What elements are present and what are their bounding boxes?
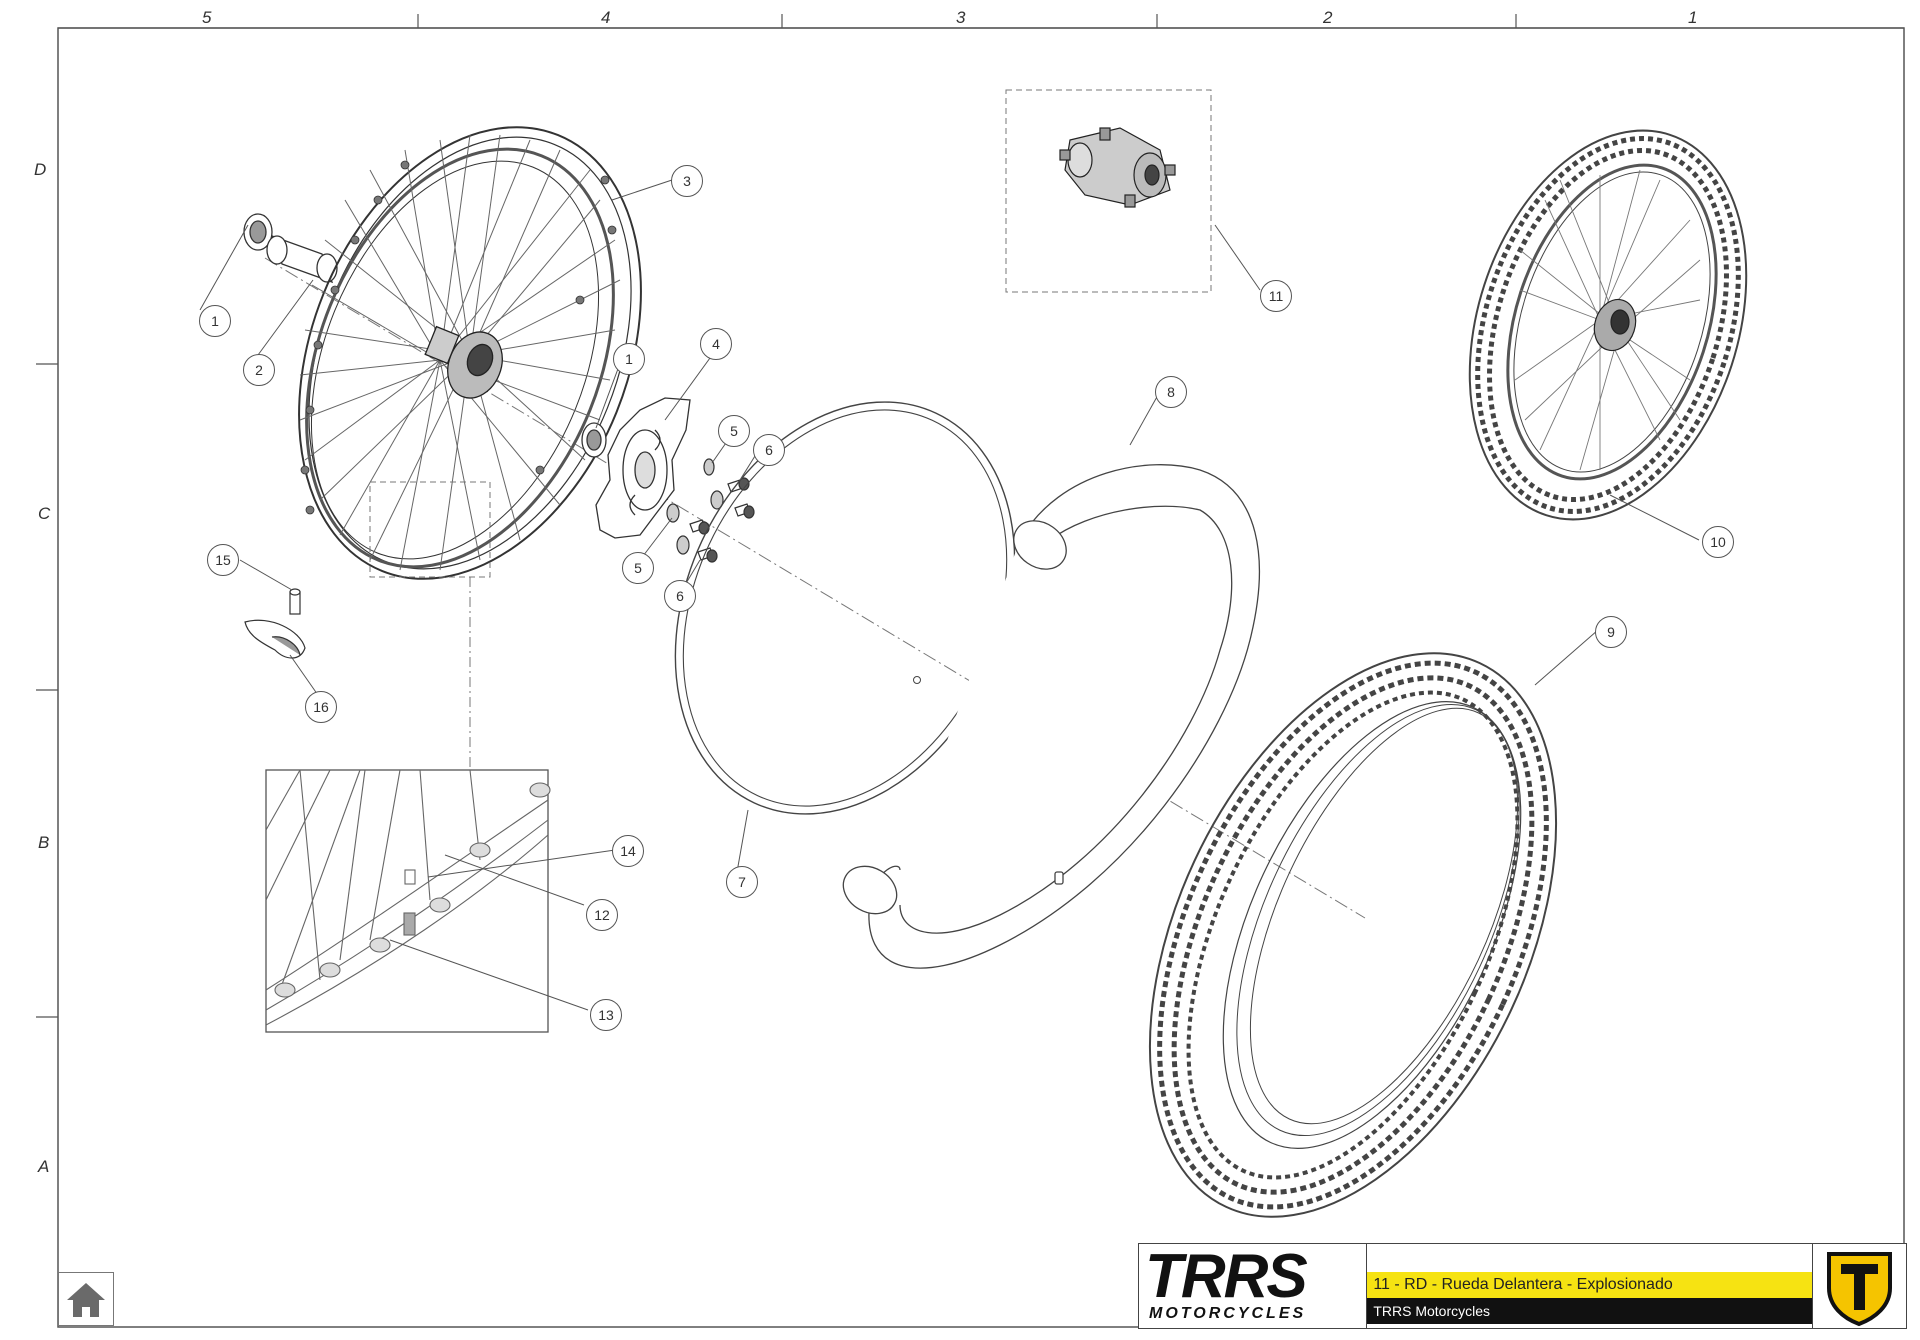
callout-5-top[interactable]: 5 (718, 415, 750, 447)
assembled-wheel-hub (1593, 298, 1637, 352)
column-label-1: 1 (1688, 8, 1698, 27)
tyre-9 (1148, 652, 1558, 1218)
logo-text: TRRS (1145, 1242, 1308, 1311)
hub-3 (424, 325, 503, 399)
rim-3 (298, 126, 642, 580)
detail-view-content (265, 769, 551, 1026)
assembled-wheel-10 (1468, 129, 1748, 521)
brake-disc-4 (595, 397, 691, 539)
left-ruler (36, 363, 58, 1018)
callout-7[interactable]: 7 (726, 866, 758, 898)
column-label-5: 5 (202, 8, 212, 27)
column-label-2: 2 (1323, 8, 1333, 27)
title-block: TRRS MOTORCYCLES 11 - RD - Rueda Delante… (1138, 1243, 1907, 1329)
bearing-1-left (243, 213, 273, 251)
leader-lines (199, 179, 1700, 1011)
callout-4[interactable]: 4 (700, 328, 732, 360)
callout-11[interactable]: 11 (1260, 280, 1292, 312)
callout-1-right[interactable]: 1 (613, 343, 645, 375)
row-label-A: A (38, 1157, 50, 1176)
row-label-D: D (34, 160, 47, 179)
trrs-shield-icon (1827, 1252, 1892, 1327)
callout-12[interactable]: 12 (586, 899, 618, 931)
row-label-B: B (38, 833, 50, 852)
home-button[interactable] (58, 1272, 114, 1326)
callout-2[interactable]: 2 (243, 354, 275, 386)
trrs-logo: TRRS MOTORCYCLES (1139, 1242, 1368, 1328)
valve-cap-16 (244, 619, 306, 659)
callout-1-left[interactable]: 1 (199, 305, 231, 337)
rim-nipples (300, 160, 617, 515)
home-icon (67, 1283, 105, 1317)
logo-subtext: MOTORCYCLES (1149, 1305, 1307, 1322)
valve-15 (289, 588, 301, 615)
callout-6-bottom[interactable]: 6 (664, 580, 696, 612)
hub-detail-frame-11 (1005, 89, 1212, 293)
title-info: 11 - RD - Rueda Delantera - Explosionado… (1367, 1244, 1812, 1328)
spokes-3 (299, 134, 621, 571)
emblem-cell (1812, 1244, 1906, 1328)
hub-11 (1059, 127, 1176, 208)
sheet-title: 11 - RD - Rueda Delantera - Explosionado (1367, 1272, 1812, 1298)
callout-3[interactable]: 3 (671, 165, 703, 197)
callout-14[interactable]: 14 (612, 835, 644, 867)
callout-8[interactable]: 8 (1155, 376, 1187, 408)
assembly-axis (264, 257, 1366, 919)
company-name: TRRS Motorcycles (1367, 1298, 1812, 1324)
fasteners-5-6 (666, 458, 755, 563)
top-ruler (58, 14, 1904, 29)
inner-tube-8 (842, 464, 1260, 969)
column-label-3: 3 (956, 8, 966, 27)
column-label-4: 4 (601, 8, 611, 27)
callout-5-bottom[interactable]: 5 (622, 552, 654, 584)
detail-callout-frame (369, 481, 491, 578)
callout-10[interactable]: 10 (1702, 526, 1734, 558)
row-label-C: C (38, 504, 51, 523)
callout-13[interactable]: 13 (590, 999, 622, 1031)
callout-6-top[interactable]: 6 (753, 434, 785, 466)
callout-9[interactable]: 9 (1595, 616, 1627, 648)
spacer-2 (266, 234, 338, 284)
callout-16[interactable]: 16 (305, 691, 337, 723)
callout-15[interactable]: 15 (207, 544, 239, 576)
detail-view-box (265, 769, 549, 1033)
bearing-1-right (581, 422, 607, 458)
